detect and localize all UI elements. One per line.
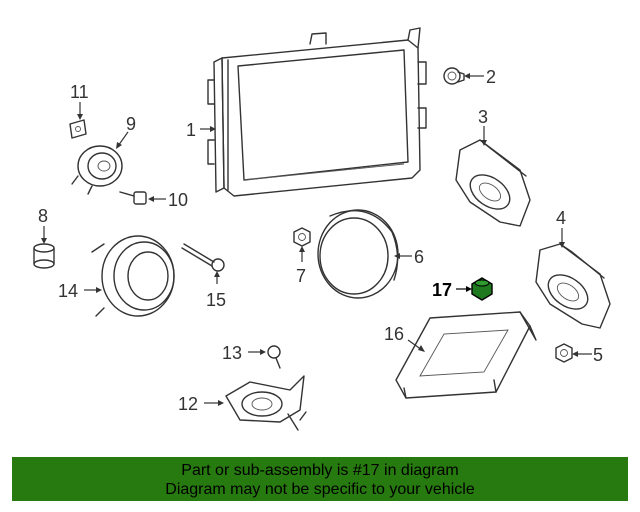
callout-2: 2 xyxy=(464,67,496,87)
svg-text:14: 14 xyxy=(58,281,78,301)
callout-12: 12 xyxy=(178,394,224,414)
callout-10: 10 xyxy=(148,190,188,210)
svg-text:11: 11 xyxy=(70,82,89,102)
part-12-speaker[interactable] xyxy=(225,375,307,431)
svg-text:5: 5 xyxy=(593,345,603,365)
part-13-screw[interactable] xyxy=(267,345,281,369)
svg-text:17: 17 xyxy=(432,280,452,300)
part-17-nut[interactable] xyxy=(471,277,493,301)
svg-text:16: 16 xyxy=(384,324,404,344)
part-10-screw[interactable] xyxy=(119,191,147,205)
part-11-clip[interactable] xyxy=(69,119,87,139)
svg-text:13: 13 xyxy=(222,343,242,363)
callout-1: 1 xyxy=(186,120,216,140)
svg-text:1: 1 xyxy=(186,120,196,140)
part-2-screw[interactable] xyxy=(443,67,465,85)
svg-text:15: 15 xyxy=(206,290,226,310)
part-info-banner: Part or sub-assembly is #17 in diagram D… xyxy=(12,457,628,501)
svg-text:8: 8 xyxy=(38,206,48,226)
part-16-amplifier-module[interactable] xyxy=(395,311,537,399)
part-3-speaker-bracket[interactable] xyxy=(455,139,531,227)
callout-8: 8 xyxy=(38,206,48,244)
parts-diagram: 1 2 3 4 5 6 7 8 9 10 11 12 xyxy=(33,27,611,431)
callout-14: 14 xyxy=(58,281,102,301)
svg-text:6: 6 xyxy=(414,247,424,267)
part-6-speaker[interactable] xyxy=(317,209,399,299)
callout-9: 9 xyxy=(116,114,136,149)
svg-text:12: 12 xyxy=(178,394,198,414)
callout-15: 15 xyxy=(206,271,226,310)
svg-text:4: 4 xyxy=(556,208,566,228)
callout-13: 13 xyxy=(222,343,266,363)
part-1-display-unit[interactable] xyxy=(207,27,427,197)
part-9-tweeter[interactable] xyxy=(71,145,123,195)
callout-17: 17 xyxy=(432,280,472,300)
svg-text:2: 2 xyxy=(486,67,496,87)
callout-5: 5 xyxy=(572,345,603,365)
svg-text:3: 3 xyxy=(478,107,488,127)
part-7-nut[interactable] xyxy=(293,227,311,247)
part-15-bolt[interactable] xyxy=(181,243,225,272)
callout-7: 7 xyxy=(296,246,306,286)
svg-text:7: 7 xyxy=(296,266,306,286)
callout-6: 6 xyxy=(394,247,424,267)
callout-3: 3 xyxy=(478,107,488,146)
callout-16: 16 xyxy=(384,324,425,352)
part-8-grommet[interactable] xyxy=(33,243,55,269)
callout-11: 11 xyxy=(70,82,89,120)
part-5-nut[interactable] xyxy=(555,343,573,363)
banner-line-disclaimer: Diagram may not be specific to your vehi… xyxy=(165,481,475,498)
banner-line-part: Part or sub-assembly is #17 in diagram xyxy=(181,462,459,479)
svg-text:10: 10 xyxy=(168,190,188,210)
part-4-speaker-bracket[interactable] xyxy=(535,243,611,329)
svg-text:9: 9 xyxy=(126,114,136,134)
part-14-woofer[interactable] xyxy=(91,235,175,317)
callout-4: 4 xyxy=(556,208,566,248)
